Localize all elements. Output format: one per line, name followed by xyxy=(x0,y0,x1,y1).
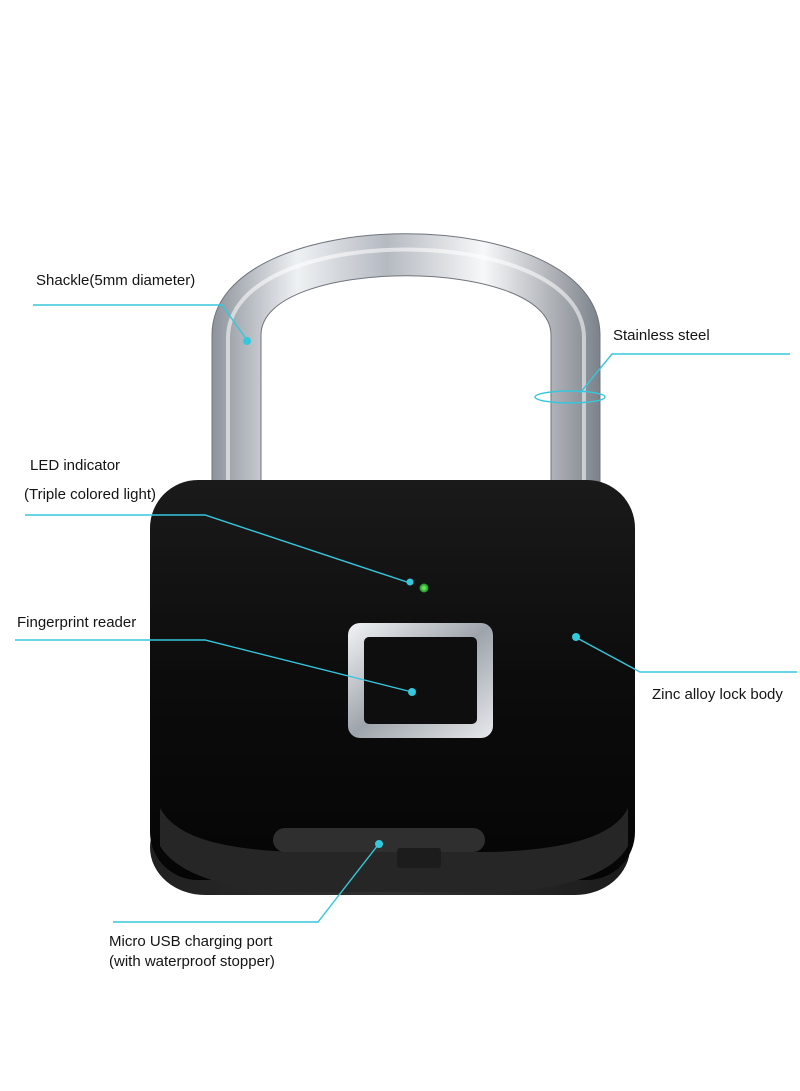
usb-port-stopper xyxy=(397,848,441,868)
fingerprint-reader xyxy=(348,623,493,738)
fingerprint-reader-sensor xyxy=(364,637,477,724)
leader-line-led xyxy=(25,514,411,584)
leader-dots xyxy=(243,337,580,848)
leader-dot-usb xyxy=(375,840,383,848)
leader-line-usb xyxy=(113,844,379,923)
label-usb-sub: (with waterproof stopper) xyxy=(109,953,275,970)
leader-dot-led xyxy=(406,578,414,586)
label-fingerprint-reader: Fingerprint reader xyxy=(17,614,137,631)
shackle xyxy=(211,233,601,497)
leader-line-shackle xyxy=(33,304,248,341)
leader-dot-fingerprint xyxy=(408,688,416,696)
led-indicator xyxy=(419,583,429,593)
leader-lines xyxy=(15,304,797,923)
label-led-sub: (Triple colored light) xyxy=(24,486,156,503)
leader-dot-zinc xyxy=(572,633,580,641)
shackle-highlight xyxy=(226,247,586,490)
leader-line-stainless xyxy=(579,353,790,394)
label-led-indicator: LED indicator xyxy=(30,457,121,474)
label-usb-port: Micro USB charging port xyxy=(109,933,273,950)
shackle-outer xyxy=(211,233,601,497)
label-stainless-steel: Stainless steel xyxy=(613,327,710,344)
stainless-ring xyxy=(534,390,606,404)
leader-line-fingerprint xyxy=(15,639,413,693)
label-shackle: Shackle(5mm diameter) xyxy=(36,272,196,289)
leader-dot-shackle xyxy=(243,337,251,345)
label-zinc-alloy: Zinc alloy lock body xyxy=(652,686,783,703)
lock-body-bottom-face xyxy=(160,808,628,892)
leader-line-zinc xyxy=(576,637,797,673)
